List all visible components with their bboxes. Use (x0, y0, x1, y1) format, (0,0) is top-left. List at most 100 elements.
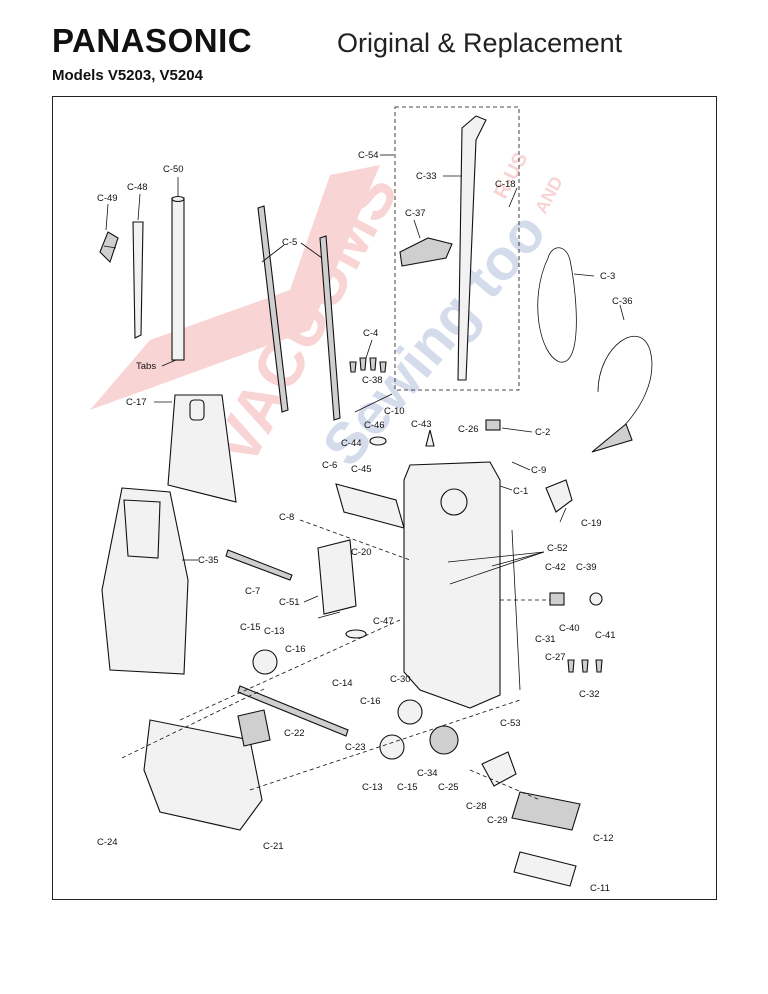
label-c3: C-3 (600, 271, 615, 282)
part-c33-shape (457, 115, 487, 381)
page-subtitle: Original & Replacement (337, 28, 623, 58)
label-c30: C-30 (390, 674, 411, 685)
part-c42-shape (549, 592, 565, 606)
label-c25: C-25 (438, 782, 459, 793)
label-c54: C-54 (358, 150, 379, 161)
label-c22: C-22 (284, 728, 305, 739)
label-c16b: C-16 (360, 696, 381, 707)
label-c41: C-41 (595, 630, 616, 641)
label-c1: C-1 (513, 486, 528, 497)
part-c43-shape (425, 429, 435, 447)
label-c19: C-19 (581, 518, 602, 529)
part-c1-port (440, 488, 468, 516)
part-c25-shape (429, 725, 459, 755)
part-c36-end (591, 423, 633, 453)
watermark-and: AND (531, 173, 567, 217)
part-c17-hole (189, 399, 205, 421)
part-c28-shape (481, 751, 517, 787)
part-c6-shape (335, 483, 405, 529)
label-c12: C-12 (593, 833, 614, 844)
part-c35-shape (101, 487, 189, 675)
assembly-line-a (121, 687, 267, 759)
label-c13a: C-13 (264, 626, 285, 637)
label-c43: C-43 (411, 419, 432, 430)
label-c26: C-26 (458, 424, 479, 435)
label-c9: C-9 (531, 465, 546, 476)
part-c44-shape (369, 436, 387, 446)
label-c15b: C-15 (397, 782, 418, 793)
label-c14: C-14 (332, 678, 353, 689)
label-c37: C-37 (405, 208, 426, 219)
label-c29: C-29 (487, 815, 508, 826)
part-c50-shape (171, 197, 185, 361)
brand-logo: PANASONIC (52, 22, 253, 59)
label-c53: C-53 (500, 718, 521, 729)
assembly-line-e (469, 769, 541, 801)
part-c36-shape (597, 336, 653, 431)
part-c32-shape (567, 659, 603, 673)
label-c21: C-21 (263, 841, 284, 852)
part-c41-shape (589, 592, 603, 606)
part-c48-shape (132, 221, 144, 339)
part-c17-shape (167, 394, 237, 503)
label-c27: C-27 (545, 652, 566, 663)
part-c22-shape (237, 709, 271, 747)
label-c15a: C-15 (240, 622, 261, 633)
label-c8: C-8 (279, 512, 294, 523)
label-c39: C-39 (576, 562, 597, 573)
part-c11-shape (513, 851, 577, 887)
label-c47: C-47 (373, 616, 394, 627)
label-c44: C-44 (341, 438, 362, 449)
label-c10: C-10 (384, 406, 405, 417)
watermark-small: R-US (490, 149, 532, 202)
part-c4-shape (349, 357, 387, 373)
label-c49: C-49 (97, 193, 118, 204)
part-c7-shape (225, 549, 293, 581)
part-c5-shape-b (319, 235, 341, 421)
label-c18: C-18 (495, 179, 516, 190)
part-c23-shape (237, 685, 349, 737)
part-labels: C-54 C-33 C-18 C-37 C-3 C-36 C-50 C-48 C… (97, 150, 633, 894)
part-c3-shape (537, 247, 577, 363)
part-c51-shape (317, 539, 357, 615)
part-c30-shape (397, 699, 423, 725)
label-c45: C-45 (351, 464, 372, 475)
label-c5: C-5 (282, 237, 297, 248)
part-c13b-shape (379, 734, 405, 760)
label-c31: C-31 (535, 634, 556, 645)
label-c6: C-6 (322, 460, 337, 471)
assembly-line-d (299, 519, 411, 561)
label-c32: C-32 (579, 689, 600, 700)
label-c16a: C-16 (285, 644, 306, 655)
part-c31-rod (511, 529, 521, 691)
assembly-line-b (179, 619, 401, 721)
label-c38: C-38 (362, 375, 383, 386)
label-tabs: Tabs (136, 361, 156, 372)
assembly-line-c (249, 699, 521, 791)
label-c7: C-7 (245, 586, 260, 597)
label-c46: C-46 (364, 420, 385, 431)
label-c11: C-11 (590, 883, 610, 894)
handle-assembly-box (394, 106, 520, 391)
leader-lines (105, 154, 625, 619)
label-c4: C-4 (363, 328, 378, 339)
part-c12-shape (511, 791, 581, 831)
part-c50-top (171, 195, 185, 203)
part-c49-detail (103, 245, 117, 249)
label-c2: C-2 (535, 427, 550, 438)
part-c38-shape (354, 393, 393, 413)
part-c19-shape (545, 479, 573, 513)
part-c1-shape (403, 461, 501, 709)
label-c20: C-20 (351, 547, 372, 558)
diagram-frame (52, 96, 717, 900)
label-c35: C-35 (198, 555, 219, 566)
label-c28: C-28 (466, 801, 487, 812)
watermark-swoosh (90, 165, 380, 410)
label-c13b: C-13 (362, 782, 383, 793)
label-c52: C-52 (547, 543, 568, 554)
label-c42: C-42 (545, 562, 566, 573)
label-c17: C-17 (126, 397, 147, 408)
part-c37-shape (399, 237, 453, 267)
label-c51: C-51 (279, 597, 300, 608)
label-c40: C-40 (559, 623, 580, 634)
